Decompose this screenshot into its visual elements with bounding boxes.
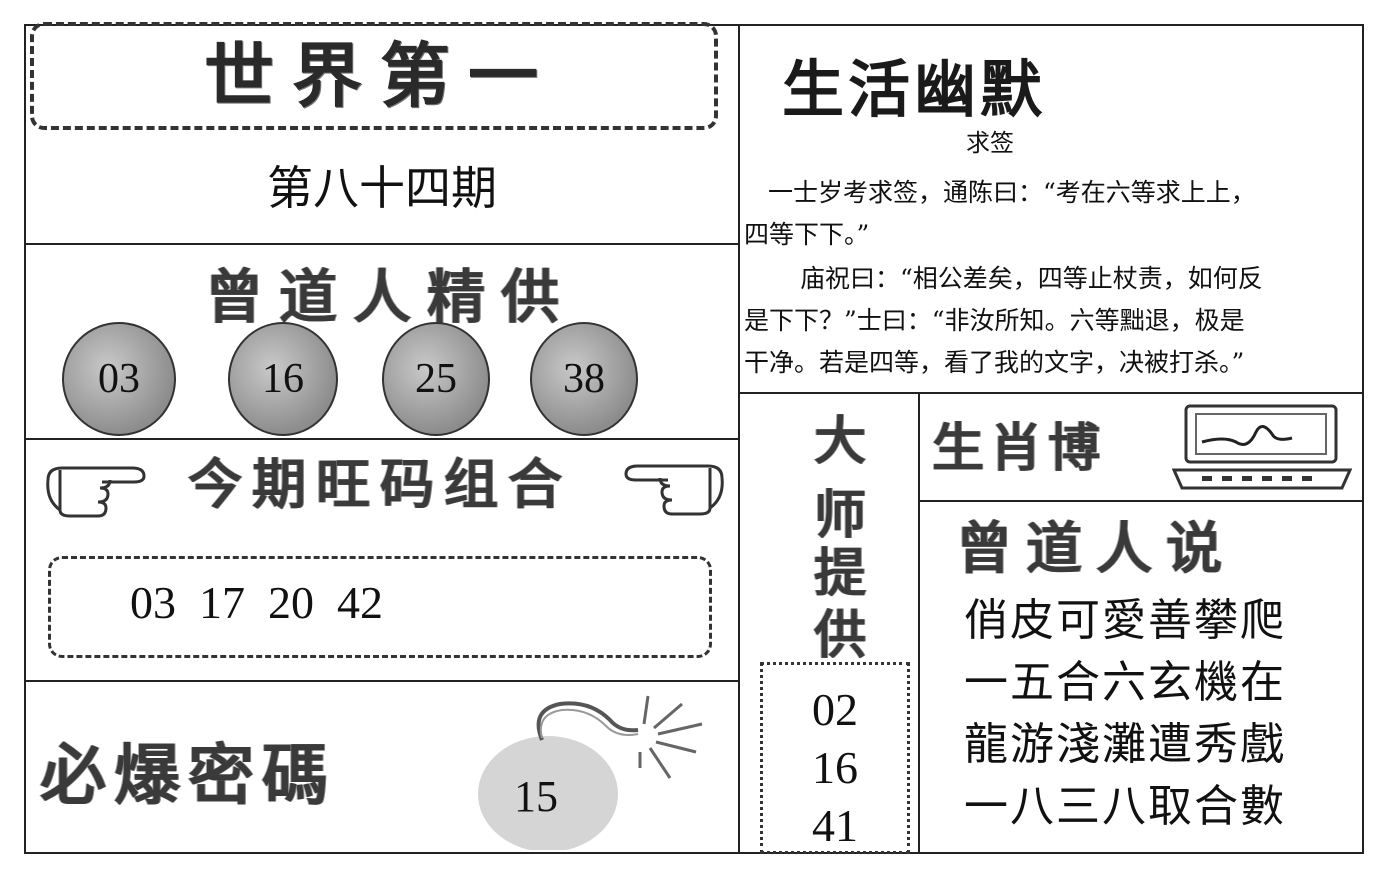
combo-numbers: 03 17 20 42 bbox=[130, 577, 383, 628]
humor-line-4: 是下下？”士曰：“非汝所知。六等黜退，极是 bbox=[744, 306, 1245, 335]
tips-number-3: 41 bbox=[812, 800, 858, 851]
bomb-title: 必爆密碼 bbox=[40, 737, 336, 814]
humor-title: 生活幽默 bbox=[782, 53, 1047, 126]
tips-char-4: 供 bbox=[813, 605, 866, 666]
poem-line-2: 一五合六玄機在 bbox=[964, 657, 1286, 708]
zodiac-title: 生肖博 bbox=[932, 419, 1107, 479]
combo-box bbox=[48, 556, 712, 658]
number-ball-1: 03 bbox=[62, 322, 176, 436]
number-ball-2: 16 bbox=[228, 322, 338, 436]
divider-left-2 bbox=[26, 438, 738, 440]
combo-title: 今期旺码组合 bbox=[188, 453, 572, 516]
poem-line-3: 龍游淺灘遭秀戲 bbox=[964, 719, 1286, 770]
poem-line-4: 一八三八取合數 bbox=[964, 781, 1286, 832]
poem-line-1: 俏皮可愛善攀爬 bbox=[964, 595, 1286, 646]
divider-right-col bbox=[918, 394, 920, 852]
source-title: 曾道人精供 bbox=[204, 263, 575, 331]
tips-number-2: 16 bbox=[812, 742, 858, 793]
tips-char-2: 师 bbox=[813, 485, 866, 546]
bomb-number: 15 bbox=[514, 772, 558, 821]
tips-char-3: 提 bbox=[813, 543, 866, 604]
humor-line-3: 庙祝曰：“相公差矣，四等止杖责，如何反 bbox=[800, 264, 1263, 293]
header-title: 世界第一 bbox=[204, 35, 556, 117]
divider-right-2 bbox=[920, 500, 1362, 502]
column-divider bbox=[738, 26, 740, 852]
pointing-hand-left-icon bbox=[46, 466, 146, 518]
divider-left-3 bbox=[26, 680, 738, 682]
humor-subtitle: 求签 bbox=[966, 129, 1014, 157]
number-ball-4: 38 bbox=[530, 322, 638, 436]
tips-number-1: 02 bbox=[812, 684, 858, 735]
humor-line-5: 干净。若是四等，看了我的文字，决被打杀。” bbox=[744, 348, 1245, 377]
tips-number-box bbox=[760, 662, 910, 854]
humor-line-2: 四等下下。” bbox=[744, 220, 870, 249]
header-banner bbox=[30, 22, 718, 130]
bomb-icon bbox=[478, 695, 703, 850]
saying-title: 曾道人说 bbox=[956, 516, 1236, 582]
divider-right-1 bbox=[740, 392, 1362, 394]
pointing-hand-right-icon bbox=[624, 464, 724, 516]
humor-line-1: 一士岁考求签，通陈曰：“考在六等求上上， bbox=[768, 178, 1256, 207]
number-ball-3: 25 bbox=[382, 322, 490, 436]
issue-label: 第八十四期 bbox=[267, 161, 497, 215]
divider-left-1 bbox=[26, 243, 738, 245]
tips-char-1: 大 bbox=[813, 411, 866, 472]
computer-icon bbox=[1172, 404, 1352, 490]
